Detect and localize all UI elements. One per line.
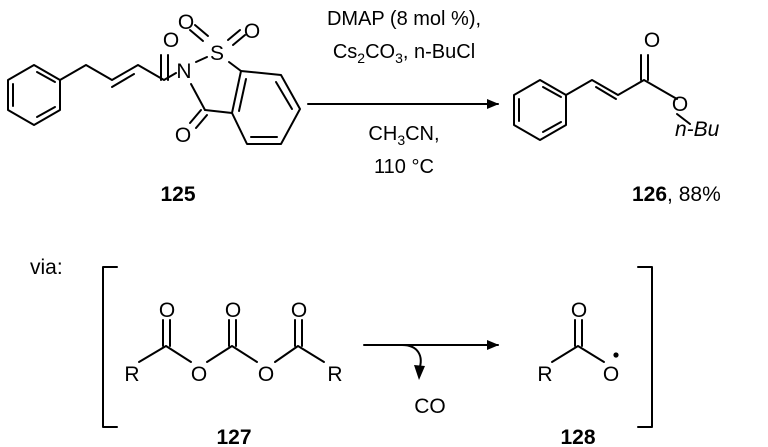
radical-dot [613,352,619,358]
compound-number-127: 127 [216,426,251,447]
compound-number-125: 125 [160,183,195,206]
conditions-line-4: 110 °C [374,156,434,178]
atom-o-label: O [571,299,587,322]
compound-number-128: 128 [560,426,595,447]
compound-number-126-with-yield: 126, 88% [632,183,721,206]
atom-o-label: O [163,29,179,52]
compound-126-structure: O O n-Bu [513,29,720,141]
compound-127-structure: R O O R O O O [124,299,342,386]
atom-o-label: O [672,93,688,116]
phenyl-ring-126 [513,79,567,141]
atom-o-label: O [603,363,619,386]
atom-s-label: S [210,42,224,65]
conditions-line-1: DMAP (8 mol %), [327,8,481,30]
right-bracket [637,266,653,428]
co-label: CO [414,395,446,418]
atom-o-label: O [178,11,194,34]
phenyl-ring-125 [7,64,61,126]
conditions-line-3: CH3CN, [368,123,439,148]
atom-r-label: R [124,363,139,386]
atom-o-label: O [291,299,307,322]
atom-o-label: O [244,20,260,43]
atom-o-label: O [191,363,207,386]
atom-o-label: O [225,299,241,322]
compound-125-structure: O N S O O O [7,11,301,147]
atom-o-label: O [258,363,274,386]
benzo-ring-125 [231,70,301,145]
atom-r-label: R [537,363,552,386]
reaction-conditions: DMAP (8 mol %), Cs2CO3, n-BuCl CH3CN, 11… [327,8,481,178]
left-bracket [102,266,118,428]
compound-128-structure: R O O [537,299,619,386]
atom-o-label: O [175,124,191,147]
atom-o-label: O [644,29,660,52]
atom-o-label: O [159,299,175,322]
via-label: via: [30,256,63,279]
atom-n-label: N [176,60,191,83]
conditions-line-2: Cs2CO3, n-BuCl [333,41,475,66]
atom-r-label: R [327,363,342,386]
co-loss-arrowhead [414,365,425,380]
n-butyl-label: n-Bu [675,118,720,141]
